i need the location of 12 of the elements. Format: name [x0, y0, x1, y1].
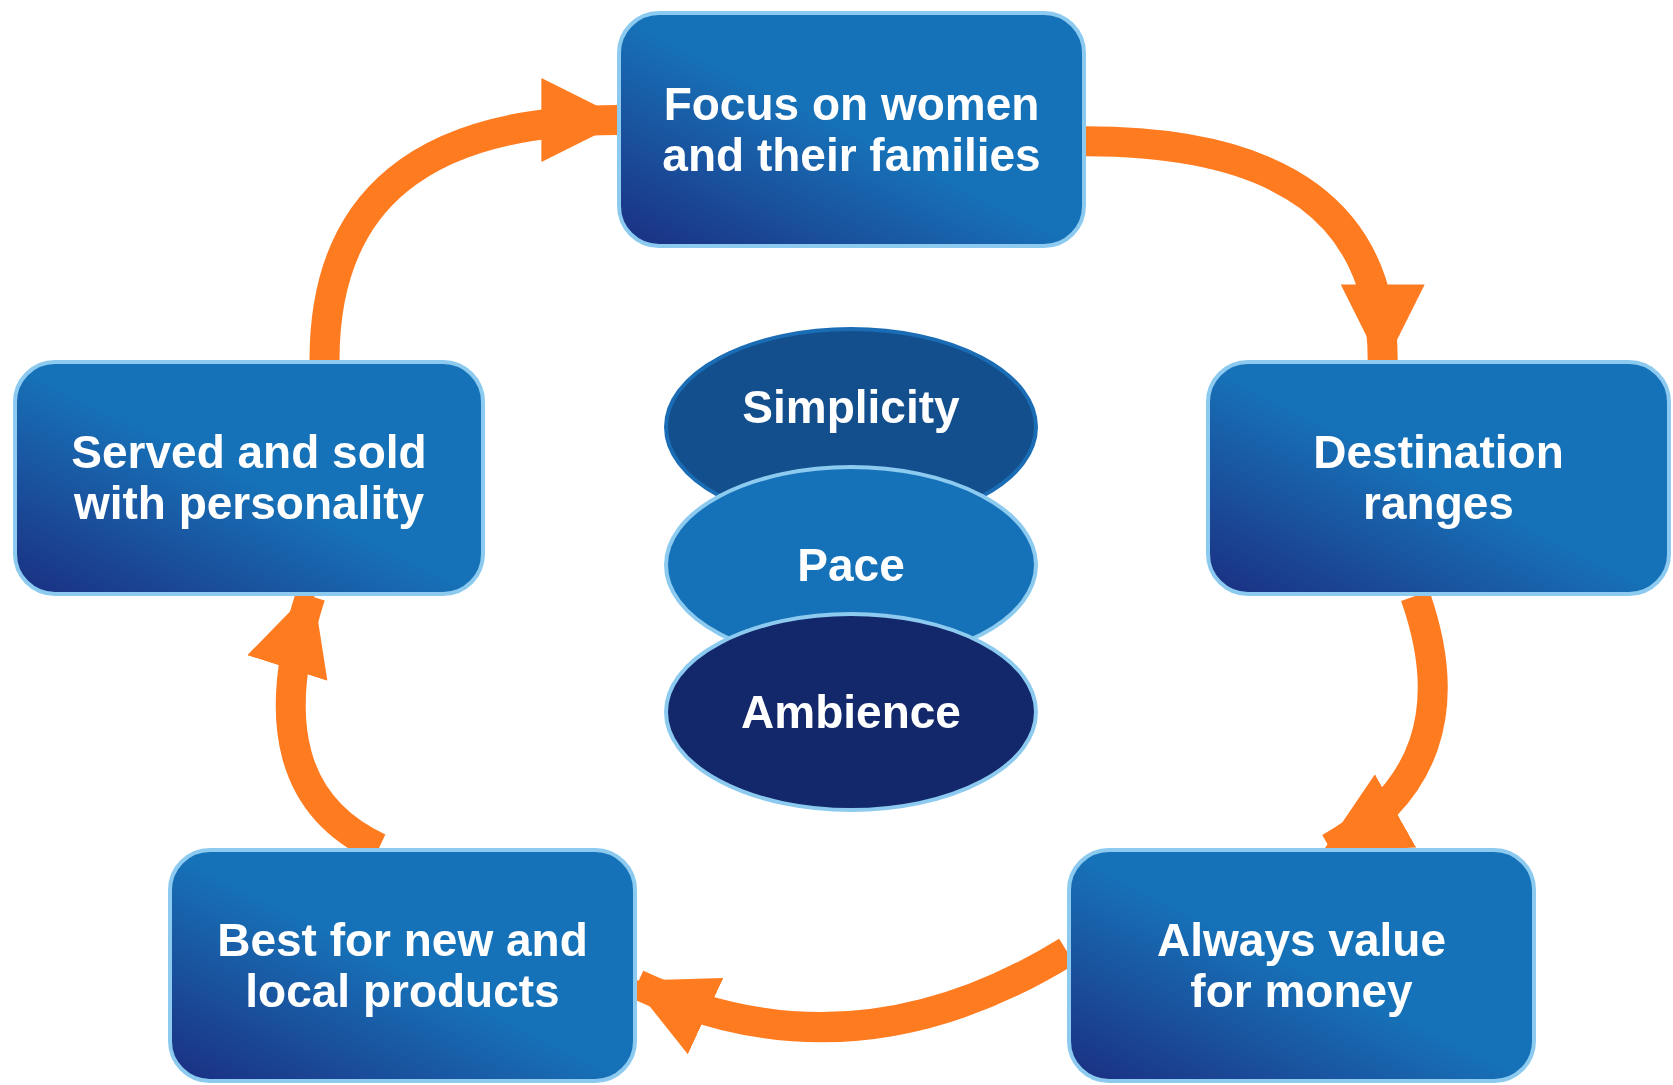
- process-box: [1067, 848, 1536, 1083]
- oval-label: Pace: [797, 542, 905, 588]
- process-box: [1206, 360, 1671, 596]
- box-label: Served and sold with personality: [70, 427, 428, 529]
- process-box: [13, 360, 485, 596]
- process-box: [617, 11, 1086, 248]
- box-label: Best for new and local products: [216, 914, 589, 1017]
- process-box: [168, 848, 637, 1083]
- oval-label: Ambience: [741, 689, 961, 735]
- box-label: Destination ranges: [1312, 427, 1565, 529]
- box-label: Focus on women and their families: [661, 78, 1042, 181]
- box-label: Always value for money: [1156, 914, 1447, 1017]
